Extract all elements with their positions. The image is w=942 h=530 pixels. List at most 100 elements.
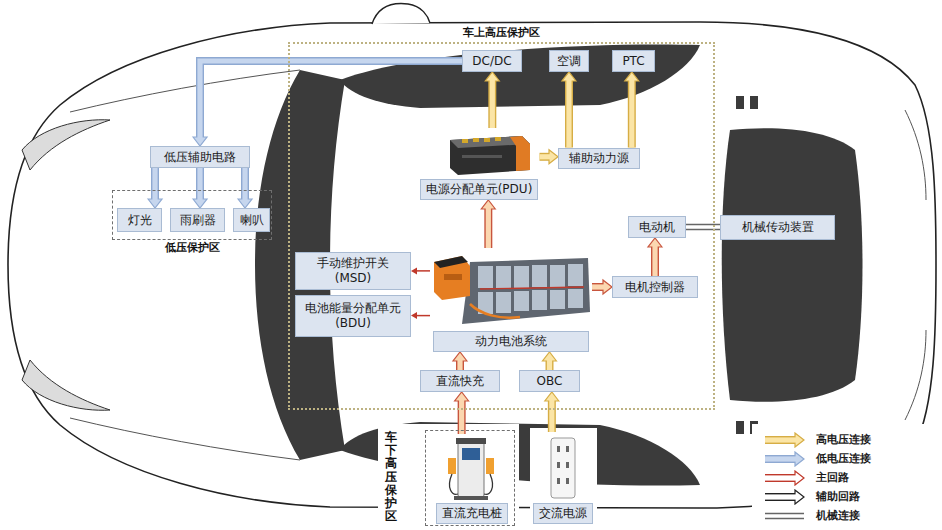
car-body-part [905,330,926,420]
component-label: 灯光 [128,213,152,228]
battery-picture-part [470,304,520,318]
component-label: 电动机 [639,220,675,235]
legend-text: 机械连接 [816,509,860,523]
connector [148,168,162,208]
connector-fill [652,245,657,276]
connector-fill [490,79,495,128]
component-label: 交流电源 [533,503,593,524]
connector [648,238,662,276]
pdu-picture-part [510,136,530,171]
legend-row: 高电压连接 [762,430,871,449]
component-box: 电池能量分配单元 (BDU) [295,295,411,337]
socket-picture-part [566,478,569,484]
connector [193,61,462,146]
connector-fill [765,437,797,442]
connector [411,312,430,319]
component-box: 机械传动装置 [720,215,835,240]
protection-zone: 低压保护区灯光雨刷器喇叭 [112,190,272,240]
legend-sample [762,451,808,467]
socket-picture-part [551,438,575,498]
connector-fill [629,79,634,148]
connector-fill [765,494,797,499]
battery-picture-part [568,264,583,286]
socket-picture-part [566,446,569,452]
msd-picture-part [434,256,470,300]
car-body-part [22,120,110,170]
connector [455,392,469,434]
component-box: 灯光 [117,208,162,232]
socket-picture-part [557,478,560,484]
battery-system: 动力电池系统 [430,248,592,352]
car-glass-part [722,128,863,402]
arrowhead [411,312,417,319]
component-label: DC/DC [472,54,511,69]
pdu-picture-part [495,137,501,141]
legend-sample [762,508,808,524]
connector [625,72,639,148]
zone-heading: 车上高压保护区 [463,26,540,40]
connector [545,392,559,432]
legend-text: 低电压连接 [816,452,871,466]
legend: 高电压连接低电压连接主回路辅助回路机械连接 [762,430,871,525]
ac-source: 交流电源 [532,432,594,524]
car-glass-part [340,44,700,108]
car-glass-part [736,421,744,434]
connector [540,150,559,164]
charger-picture-part [458,440,484,498]
car-body-part [372,4,430,24]
connector-fill [765,456,797,461]
component-box: 低压辅助电路 [150,146,250,168]
protection-zone: 车下高压保护区直流充电桩 [425,430,515,526]
charger-picture-part [486,458,494,474]
component-label: 机械传动装置 [742,220,814,235]
legend-sample [762,489,808,505]
connector [481,200,495,248]
connector [193,168,207,208]
component-label: 直流充电桩 [436,503,508,524]
legend-text: 主回路 [816,471,849,485]
component-box: 雨刷器 [170,208,225,232]
battery-picture-part [568,289,583,308]
pdu-picture-part [473,138,479,142]
msd-picture-part [444,274,462,280]
connector-fill [566,79,571,148]
car-body-part [22,360,110,410]
charger-picture-part [484,474,492,494]
legend-text: 辅助回路 [816,490,860,504]
connector-fill [152,168,157,201]
charger-picture-part [448,458,456,474]
charger-picture [448,438,494,500]
legend-row: 辅助回路 [762,487,871,506]
legend-sample [762,432,808,448]
connector [485,72,499,128]
component-label: 雨刷器 [180,213,216,228]
connector-fill [765,475,797,480]
battery-picture-part [532,290,547,310]
car-body-part [905,110,926,200]
car-body-part [70,70,300,112]
mechanical-link [765,512,804,513]
component-label: 喇叭 [240,213,264,228]
car-glass-part [736,96,744,109]
charging-pile: 直流充电桩 [435,434,509,524]
legend-row: 主回路 [762,468,871,487]
component-label: 电源分配单元(PDU) [420,179,539,200]
battery-picture [462,258,590,324]
connector-fill [459,399,464,434]
connector-fill [592,284,605,289]
legend-row: 低电压连接 [762,449,871,468]
component-box: 喇叭 [233,208,270,232]
battery-picture-part [514,291,529,311]
connector-line [417,270,430,272]
car-glass [255,44,863,485]
component-label: 电池能量分配单元 (BDU) [301,301,405,331]
component-label: OBC [537,374,563,389]
legend-sample [762,470,808,486]
connector [238,168,252,208]
component-box: PTC [612,50,655,72]
component-label: 低压辅助电路 [164,150,236,165]
pdu-picture-part [462,139,468,143]
component-box: DC/DC [462,50,522,72]
zone-heading: 车下高压保护区 [385,431,397,523]
